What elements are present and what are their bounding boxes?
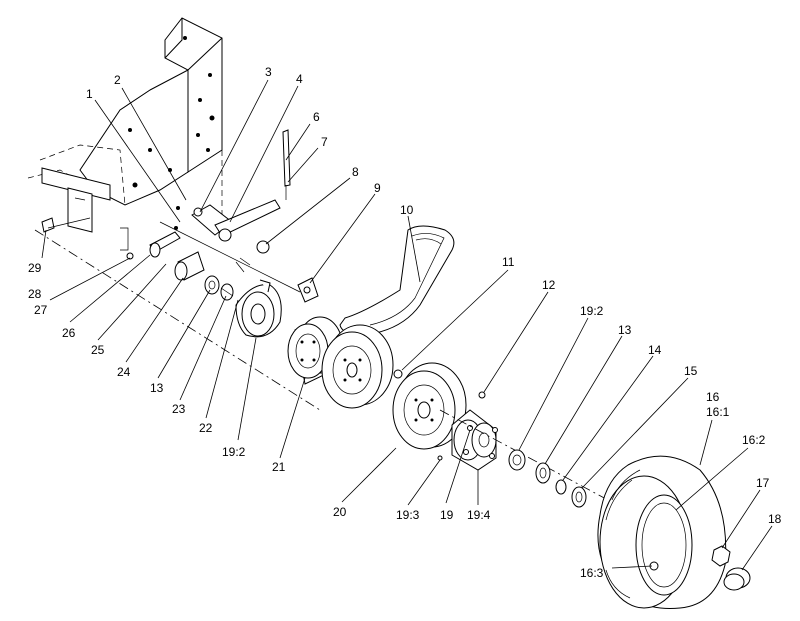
callout-12: 12 xyxy=(542,278,556,292)
callout-3: 3 xyxy=(265,65,272,79)
callout-16: 16 xyxy=(706,390,720,404)
brake-assembly xyxy=(235,279,343,385)
callout-4: 4 xyxy=(296,72,303,86)
callout-19-2-right: 19:2 xyxy=(580,304,604,318)
callout-21: 21 xyxy=(272,460,286,474)
callout-27: 27 xyxy=(34,303,48,317)
wheel-pulley xyxy=(392,362,467,450)
callout-25: 25 xyxy=(91,343,105,357)
callout-8: 8 xyxy=(352,165,359,179)
callout-22: 22 xyxy=(199,421,213,435)
callout-29: 29 xyxy=(28,261,42,275)
lug-nut-and-cap xyxy=(711,545,751,591)
callout-14: 14 xyxy=(648,343,662,357)
callout-16-2: 16:2 xyxy=(742,433,766,447)
callout-9: 9 xyxy=(374,181,381,195)
callout-24: 24 xyxy=(117,365,131,379)
callout-28: 28 xyxy=(28,287,42,301)
callout-15: 15 xyxy=(684,364,698,378)
axle-assembly xyxy=(34,217,321,411)
drive-belt xyxy=(339,225,455,336)
callout-10: 10 xyxy=(400,203,414,217)
callout-11: 11 xyxy=(502,255,515,269)
callout-26: 26 xyxy=(62,326,76,340)
callout-23: 23 xyxy=(172,402,186,416)
callout-19-4: 19:4 xyxy=(467,508,491,522)
idler-arm xyxy=(159,129,319,303)
callout-13-right: 13 xyxy=(618,323,632,337)
callout-18: 18 xyxy=(768,512,782,526)
tire xyxy=(597,455,727,610)
callout-16-3: 16:3 xyxy=(580,566,604,580)
callout-6: 6 xyxy=(313,110,320,124)
wheel-hub xyxy=(437,391,721,561)
callout-19: 19 xyxy=(440,508,454,522)
leader-lines xyxy=(41,79,773,571)
chassis-frame xyxy=(27,17,223,251)
callout-7: 7 xyxy=(321,135,328,149)
callout-13-left: 13 xyxy=(150,381,164,395)
bearings xyxy=(508,449,587,508)
callout-19-2-left: 19:2 xyxy=(222,445,246,459)
callout-20: 20 xyxy=(333,505,347,519)
callout-17: 17 xyxy=(756,476,770,490)
callout-1: 1 xyxy=(86,87,93,101)
drive-pulley xyxy=(321,324,403,409)
callout-labels: 1 2 3 4 6 7 8 9 10 11 12 19:2 13 14 15 1… xyxy=(28,65,782,580)
callout-19-3: 19:3 xyxy=(396,508,420,522)
callout-16-1: 16:1 xyxy=(706,405,730,419)
callout-2: 2 xyxy=(114,73,121,87)
